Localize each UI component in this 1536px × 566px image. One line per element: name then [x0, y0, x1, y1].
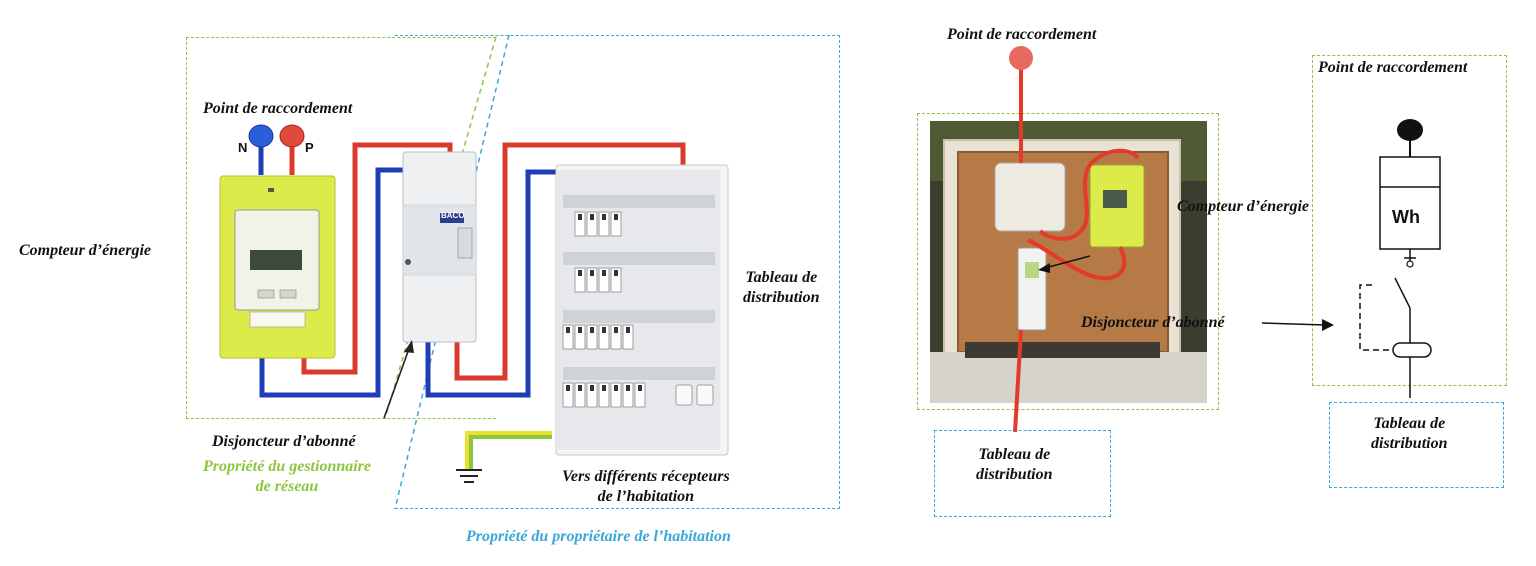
home-owner-zone: [395, 35, 840, 509]
energy-meter: [219, 175, 336, 359]
installation-photo: [930, 121, 1207, 403]
subscriber-breaker: [402, 151, 477, 343]
photo-breaker-arrow: [1044, 255, 1091, 269]
left-meter-label: Compteur d’énergie: [19, 242, 151, 259]
photo-frame: [917, 113, 1219, 410]
meter-symbol-label: Wh: [1392, 207, 1420, 227]
neutral-connector: [248, 124, 274, 148]
middle-breaker-label: Disjoncteur d’abonné: [1081, 314, 1225, 331]
photo-connection-point: [1009, 46, 1033, 70]
breaker-panel-neutral-wire: [425, 169, 556, 398]
right-panel-label: Tableau de distribution: [1371, 415, 1448, 452]
home-owner-label: Propriété du propriétaire de l’habitatio…: [466, 528, 731, 545]
earth-wire-yellow: [465, 431, 552, 470]
photo-outgoing-wire: [1013, 329, 1023, 433]
middle-meter-label: Compteur d’énergie: [1177, 198, 1309, 215]
meter-breaker-neutral-wire: [259, 167, 408, 398]
network-owner-label: Propriété du gestionnaire de réseau: [203, 458, 372, 495]
meter-breaker-phase-wire: [301, 142, 453, 375]
symbolic-diagram: [1359, 119, 1441, 398]
earth-wire-green: [469, 435, 552, 470]
neutral-label: N: [238, 140, 248, 155]
right-connection-point-label: Point de raccordement: [1318, 59, 1468, 76]
breaker-brand: BACO: [441, 211, 465, 220]
phase-connector: [279, 124, 305, 148]
photo-panel-box: [934, 430, 1111, 517]
breaker-pointer-arrow: [383, 345, 411, 419]
earth-symbol: [456, 469, 482, 483]
distribution-panel: [555, 164, 729, 456]
middle-connection-point-label: Point de raccordement: [947, 26, 1097, 43]
middle-panel-label: Tableau de distribution: [976, 446, 1053, 483]
receivers-label: Vers différents récepteurs de l’habitati…: [562, 468, 730, 505]
photo-meter-loop-wire: [1027, 148, 1140, 281]
network-owner-zone: [186, 37, 496, 419]
symbol-breaker-arrow: [1261, 322, 1326, 326]
left-panel-label: Tableau de distribution: [743, 269, 820, 306]
left-breaker-label: Disjoncteur d’abonné: [212, 433, 356, 450]
symbol-panel-box: [1329, 402, 1504, 488]
phase-label: P: [305, 140, 314, 155]
breaker-panel-phase-wire: [454, 142, 686, 381]
left-connection-point-label: Point de raccordement: [203, 100, 353, 117]
